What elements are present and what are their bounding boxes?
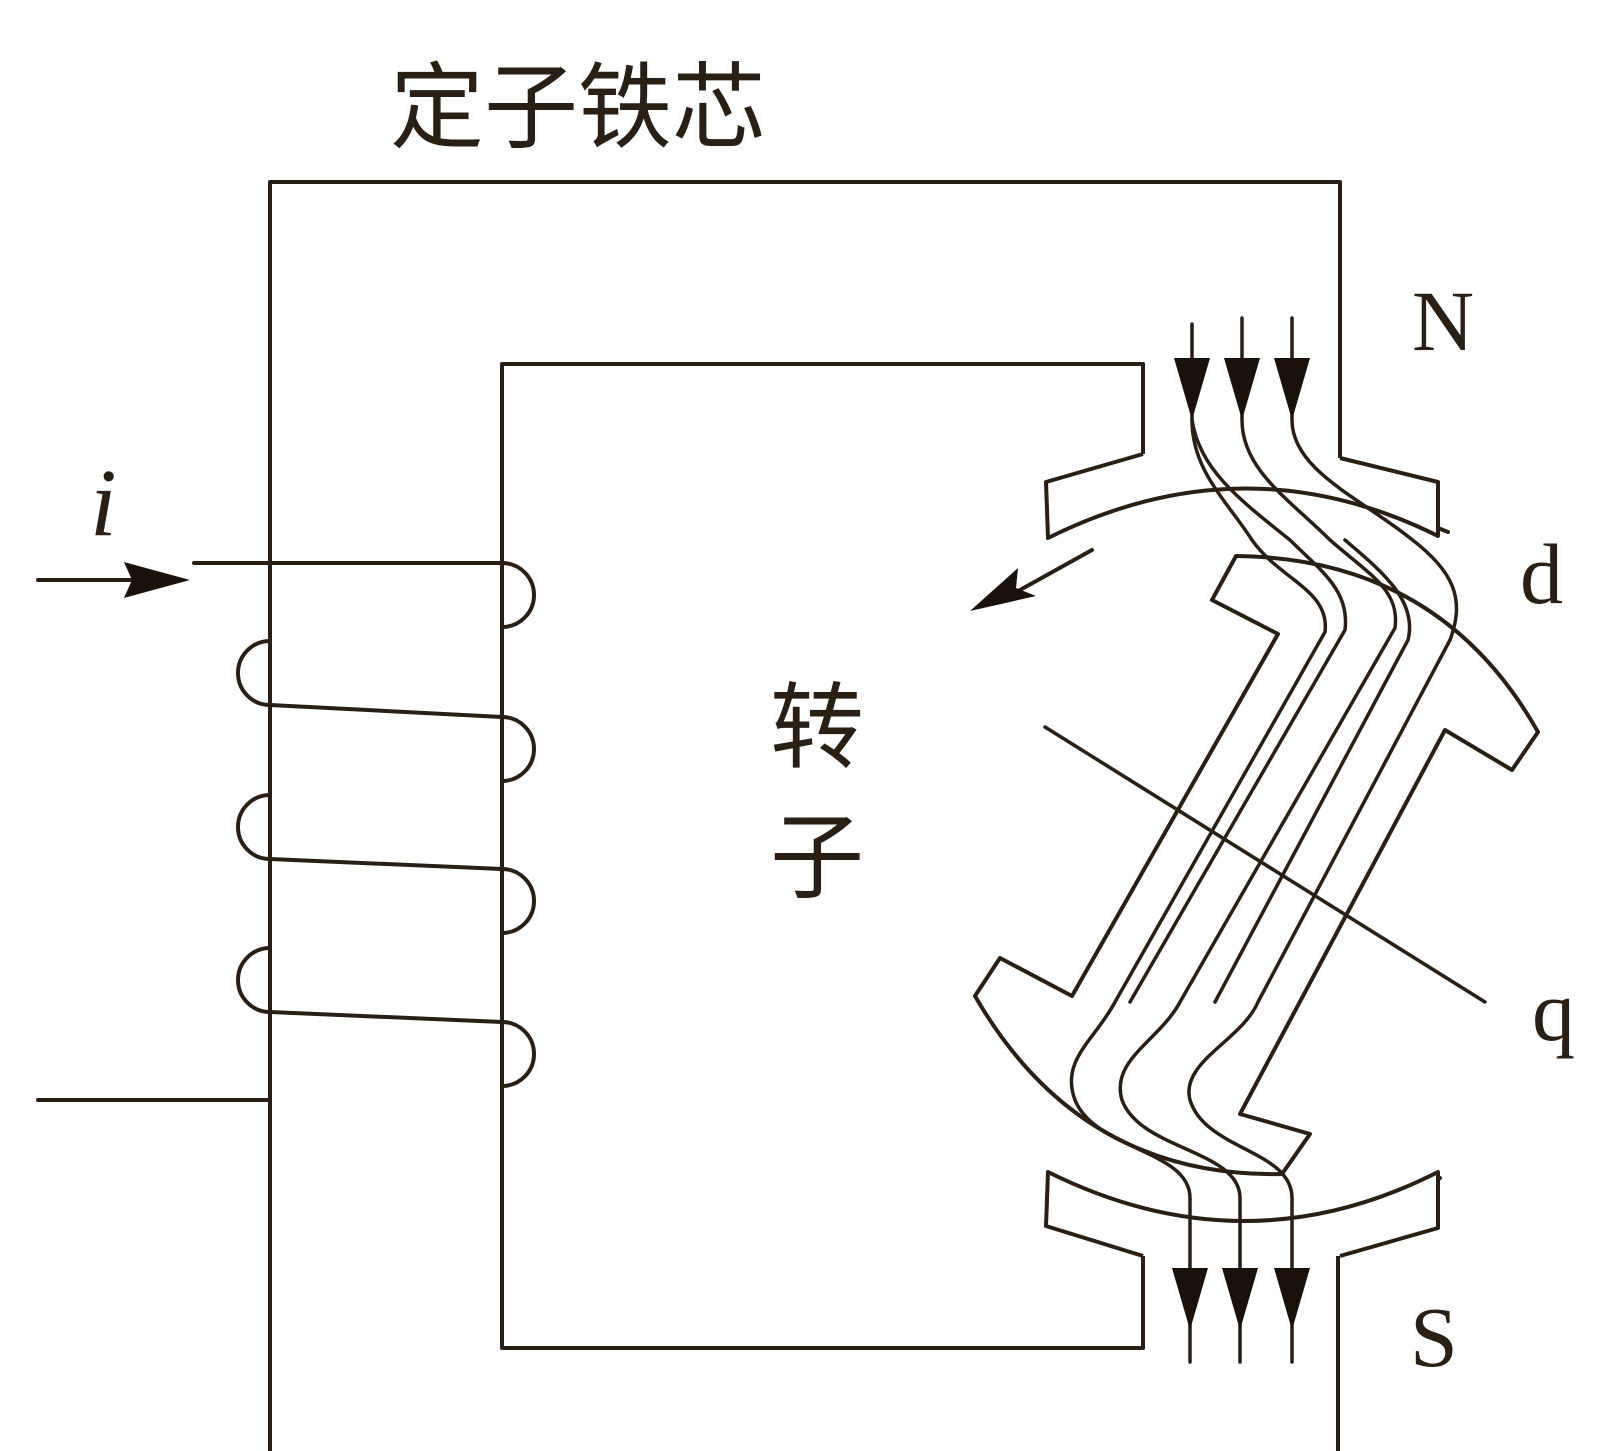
stator-inner-outline <box>500 362 1145 1350</box>
rotor <box>973 554 1540 1177</box>
north-arrowhead-3 <box>1274 358 1310 420</box>
flux-line-1 <box>1069 322 1327 1364</box>
flux-line-3 <box>1187 316 1459 1364</box>
q-axis-label: q <box>1532 963 1575 1059</box>
coil-loop-right-3 <box>500 867 536 935</box>
coil-loop-left-1 <box>236 639 272 707</box>
current-arrow <box>36 562 190 598</box>
current-label: i <box>90 449 117 556</box>
coil-loop-left-2 <box>236 793 272 861</box>
south-arrowhead-3 <box>1274 1268 1310 1330</box>
flux-line-3b <box>1213 538 1412 1004</box>
south-arrowhead-2 <box>1222 1268 1258 1330</box>
north-arrowhead-2 <box>1224 358 1260 420</box>
coil-turn-1 <box>268 703 504 719</box>
q-axis-line <box>1043 725 1487 1004</box>
coil-turn-2 <box>268 857 504 871</box>
rotor-label-char-2: 子 <box>770 804 864 913</box>
coil-loop-right-2 <box>500 715 536 783</box>
south-pole-label: S <box>1410 1289 1458 1385</box>
north-pole-label: N <box>1412 273 1474 369</box>
south-flux-arrowheads <box>1172 1268 1310 1330</box>
flux-line-1b <box>1128 418 1348 1004</box>
coil-loop-left-3 <box>236 946 272 1014</box>
flux-lines <box>1069 316 1459 1364</box>
current-arrowhead <box>124 562 190 598</box>
d-axis-label: d <box>1520 526 1563 622</box>
north-arrowhead-1 <box>1174 358 1210 420</box>
south-pole-shoe <box>1044 1170 1440 1258</box>
north-flux-arrowheads <box>1174 358 1310 420</box>
north-pole-shoe <box>1044 452 1440 540</box>
south-arrowhead-1 <box>1172 1268 1208 1330</box>
rotation-arrow <box>970 548 1094 611</box>
coil-loop-right-1 <box>500 561 536 629</box>
coil-loop-right-4 <box>500 1020 536 1088</box>
rotation-arrow-shaft <box>1018 548 1094 592</box>
coil-turn-3 <box>268 1010 504 1024</box>
flux-line-2 <box>1118 316 1398 1364</box>
excitation-winding <box>36 561 536 1102</box>
stator-core-label: 定子铁芯 <box>390 54 766 163</box>
rotor-label-char-1: 转 <box>770 674 864 783</box>
rotation-arrowhead <box>970 568 1036 611</box>
